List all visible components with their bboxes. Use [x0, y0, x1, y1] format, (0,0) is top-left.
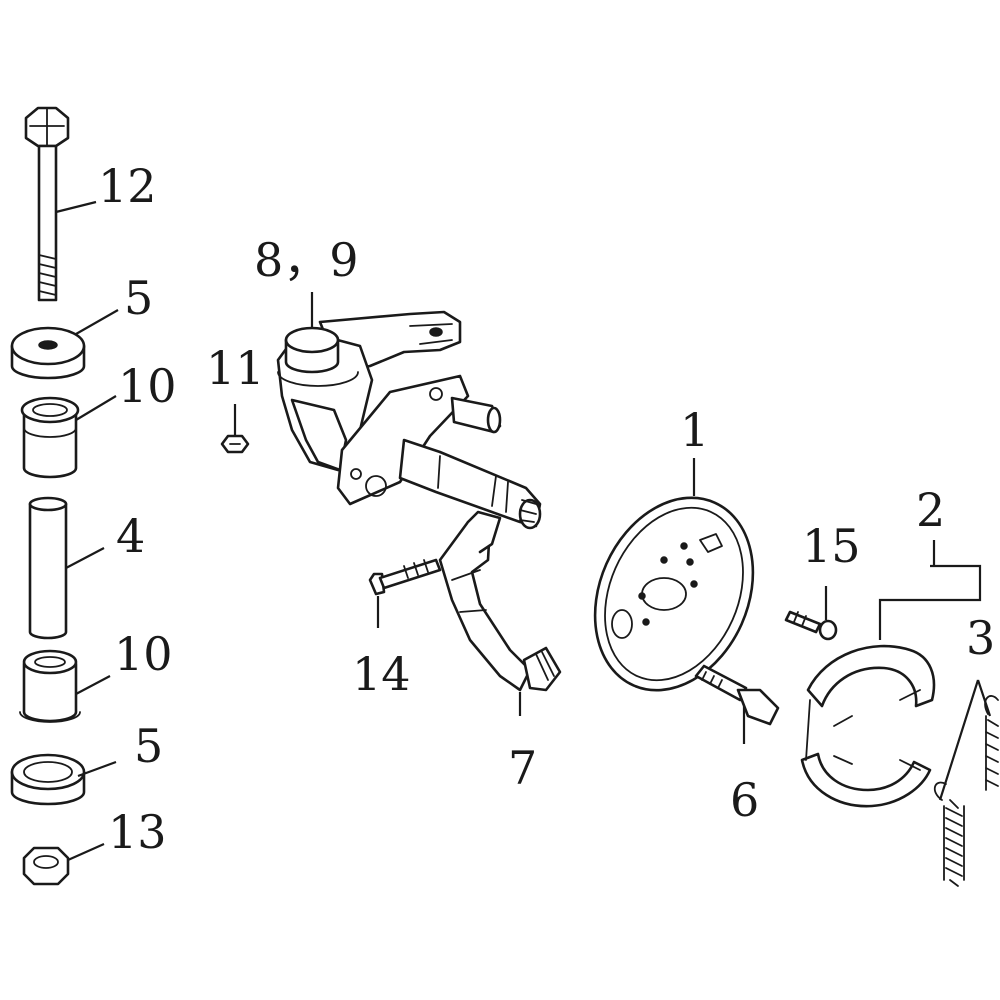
label-5-top: 5	[124, 271, 153, 325]
part-15-small-bolt	[784, 610, 838, 641]
label-14: 14	[352, 647, 411, 701]
part-6-cam-shaft	[694, 664, 780, 726]
part-14-bolt	[368, 558, 442, 596]
part-2-brake-shoes	[800, 644, 936, 808]
part-7-brake-lever	[438, 510, 562, 692]
leader-10-top	[75, 395, 117, 421]
part-10-bushing-top	[20, 396, 80, 479]
label-10-bottom: 10	[114, 627, 173, 681]
part-4-sleeve	[28, 496, 68, 640]
part-5-washer-top	[10, 326, 86, 380]
part-1-backing-plate	[593, 496, 755, 692]
leader-5-top	[75, 309, 119, 335]
label-7: 7	[508, 741, 537, 795]
leader-4	[65, 547, 105, 569]
part-5-washer-bottom	[10, 753, 86, 806]
label-1: 1	[680, 403, 709, 457]
label-3: 3	[966, 611, 995, 665]
part-3-springs	[933, 695, 999, 887]
part-13-nut	[22, 846, 70, 886]
label-5-bottom: 5	[134, 719, 163, 773]
label-2: 2	[916, 483, 945, 537]
label-15: 15	[802, 519, 861, 573]
part-12-bolt	[24, 106, 70, 302]
leader-10-bottom	[75, 675, 111, 695]
part-8-9-steering-knuckle	[276, 310, 542, 530]
leader-12	[55, 200, 97, 214]
leader-5-bottom	[77, 760, 117, 778]
part-10-bushing-bottom	[19, 649, 81, 723]
leader-3	[938, 679, 992, 801]
leader-13	[67, 842, 105, 862]
label-11: 11	[206, 341, 265, 395]
label-10-top: 10	[118, 359, 177, 413]
label-6: 6	[730, 773, 759, 827]
label-12: 12	[98, 159, 157, 213]
label-13: 13	[108, 805, 167, 859]
leader-2	[878, 540, 982, 640]
part-11-small-nut	[220, 434, 250, 454]
label-4: 4	[116, 509, 145, 563]
label-8-9: 8，9	[254, 233, 359, 287]
